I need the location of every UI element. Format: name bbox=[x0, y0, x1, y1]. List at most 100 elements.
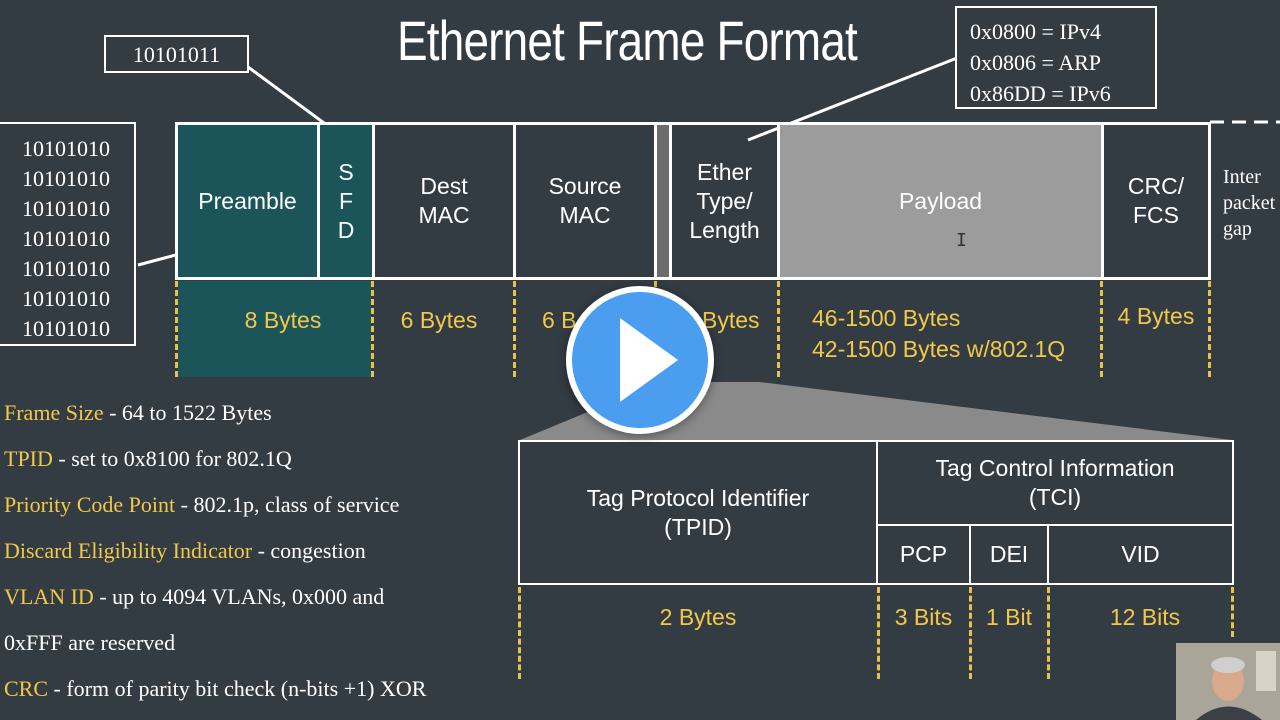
size-payload-line: 42-1500 Bytes w/802.1Q bbox=[812, 336, 1066, 362]
note-key: Discard Eligibility Indicator bbox=[4, 538, 253, 563]
tag-divider bbox=[878, 524, 1232, 526]
gap-label: gap bbox=[1223, 218, 1252, 240]
note-text: - form of parity bit check (n-bits +1) X… bbox=[48, 676, 427, 701]
text-cursor-icon: I bbox=[956, 230, 967, 251]
sfd-bits-box: 10101011 bbox=[104, 35, 249, 73]
field-divider bbox=[372, 125, 375, 277]
note-line: 0xFFF are reserved bbox=[4, 626, 426, 672]
preamble-bit-row: 10101010 bbox=[22, 286, 110, 311]
ethertype-value: 0x86DD = IPv6 bbox=[970, 81, 1111, 106]
field-interpacket-gap: Inter packet gap bbox=[1223, 164, 1275, 242]
gap-label: Inter bbox=[1223, 166, 1261, 188]
note-text: 0xFFF are reserved bbox=[4, 630, 176, 655]
field-ethertype-label: Ether bbox=[697, 158, 752, 185]
preamble-bit-row: 10101010 bbox=[22, 316, 110, 341]
vlan-tag-insert-marker bbox=[657, 125, 669, 277]
field-divider bbox=[1101, 125, 1104, 277]
gap-label: packet bbox=[1223, 192, 1276, 214]
play-icon[interactable] bbox=[620, 318, 678, 402]
tag-tci: Tag Control Information (TCI) bbox=[878, 442, 1232, 524]
preamble-bit-row: 10101010 bbox=[22, 136, 110, 161]
ethertype-value: 0x0800 = IPv4 bbox=[970, 19, 1101, 44]
field-divider bbox=[777, 125, 780, 277]
size-source-mac: 6 B bbox=[542, 307, 577, 333]
preamble-bit-row: 10101010 bbox=[22, 166, 110, 191]
field-source-mac-label: MAC bbox=[559, 202, 611, 228]
ethertype-value: 0x0806 = ARP bbox=[970, 50, 1101, 75]
field-divider bbox=[654, 125, 657, 277]
tag-divider bbox=[1047, 526, 1049, 583]
tag-table bbox=[518, 440, 1234, 585]
field-ethertype: Ether Type/ Length bbox=[672, 125, 777, 277]
size-preamble: 8 Bytes bbox=[244, 307, 322, 333]
notes-list: Frame Size - 64 to 1522 Bytes TPID - set… bbox=[4, 396, 426, 718]
size-divider bbox=[371, 281, 374, 377]
size-dei: 1 Bit bbox=[985, 604, 1033, 630]
size-ethertype: Bytes bbox=[702, 307, 760, 333]
field-divider bbox=[513, 125, 516, 277]
note-key: CRC bbox=[4, 676, 49, 701]
note-text: - congestion bbox=[252, 538, 366, 563]
size-dest-mac: 6 Bytes bbox=[400, 307, 478, 333]
field-sfd-label: D bbox=[337, 216, 355, 243]
note-key: TPID bbox=[4, 446, 53, 471]
note-key: VLAN ID bbox=[4, 584, 94, 609]
note-line: Discard Eligibility Indicator - congesti… bbox=[4, 534, 426, 580]
field-divider bbox=[669, 125, 672, 277]
tag-pcp: PCP bbox=[899, 541, 948, 567]
field-preamble: Preamble bbox=[178, 125, 317, 277]
size-divider bbox=[969, 587, 972, 679]
size-divider bbox=[777, 281, 780, 377]
note-line: Frame Size - 64 to 1522 Bytes bbox=[4, 396, 426, 442]
size-crc: 4 Bytes bbox=[1117, 303, 1195, 329]
preamble-bits-box: 10101010 10101010 10101010 10101010 1010… bbox=[0, 122, 136, 346]
field-ethertype-label: Length bbox=[689, 216, 760, 243]
size-tpid: 2 Bytes bbox=[659, 604, 737, 630]
note-line: CRC - form of parity bit check (n-bits +… bbox=[4, 672, 426, 718]
tag-tpid-label: Tag Protocol Identifier bbox=[586, 484, 810, 511]
size-divider bbox=[1231, 587, 1234, 637]
field-sfd-label: S bbox=[338, 158, 354, 185]
field-crc: CRC/ FCS bbox=[1104, 125, 1208, 277]
preamble-bit-row: 10101010 bbox=[22, 196, 110, 221]
size-divider bbox=[175, 281, 178, 377]
note-text: - set to 0x8100 for 802.1Q bbox=[52, 446, 292, 471]
size-divider bbox=[1100, 281, 1103, 377]
field-payload: Payload bbox=[780, 125, 1101, 277]
size-divider bbox=[877, 587, 880, 679]
note-key: Frame Size bbox=[4, 400, 104, 425]
field-source-mac: Source MAC bbox=[516, 125, 654, 277]
tag-divider bbox=[876, 442, 878, 583]
field-sfd-label: F bbox=[338, 187, 354, 214]
size-vid: 12 Bits bbox=[1109, 604, 1181, 630]
field-dest-mac-label: Dest bbox=[420, 173, 468, 199]
field-crc-label: FCS bbox=[1133, 202, 1179, 228]
tag-dei: DEI bbox=[989, 541, 1029, 567]
slide-title: Ethernet Frame Format bbox=[397, 9, 858, 72]
field-ethertype-label: Type/ bbox=[696, 187, 753, 214]
ethertype-values-box: 0x0800 = IPv4 0x0806 = ARP 0x86DD = IPv6 bbox=[955, 6, 1157, 109]
note-line: TPID - set to 0x8100 for 802.1Q bbox=[4, 442, 426, 488]
frame-row bbox=[175, 122, 1211, 280]
size-divider bbox=[1047, 587, 1050, 679]
note-text: - 802.1p, class of service bbox=[175, 492, 400, 517]
field-source-mac-label: Source bbox=[548, 173, 622, 199]
tag-tci-label: (TCI) bbox=[1028, 484, 1082, 510]
note-line: Priority Code Point - 802.1p, class of s… bbox=[4, 488, 426, 534]
size-payload-line: 46-1500 Bytes bbox=[812, 305, 961, 331]
note-text: - up to 4094 VLANs, 0x000 and bbox=[93, 584, 385, 609]
presenter-avatar bbox=[1176, 643, 1280, 720]
preamble-size-fill bbox=[178, 281, 371, 377]
note-line: VLAN ID - up to 4094 VLANs, 0x000 and bbox=[4, 580, 426, 626]
preamble-bit-row: 10101010 bbox=[22, 256, 110, 281]
size-pcp: 3 Bits bbox=[894, 604, 953, 630]
field-divider bbox=[317, 125, 320, 277]
size-divider bbox=[1208, 281, 1211, 377]
tag-tci-label: Tag Control Information bbox=[935, 455, 1175, 481]
field-dest-mac-label: MAC bbox=[418, 202, 470, 228]
field-sfd: S F D bbox=[320, 125, 372, 277]
tag-divider bbox=[969, 526, 971, 583]
size-divider bbox=[513, 281, 516, 377]
note-text: - 64 to 1522 Bytes bbox=[103, 400, 272, 425]
field-dest-mac: Dest MAC bbox=[375, 125, 513, 277]
